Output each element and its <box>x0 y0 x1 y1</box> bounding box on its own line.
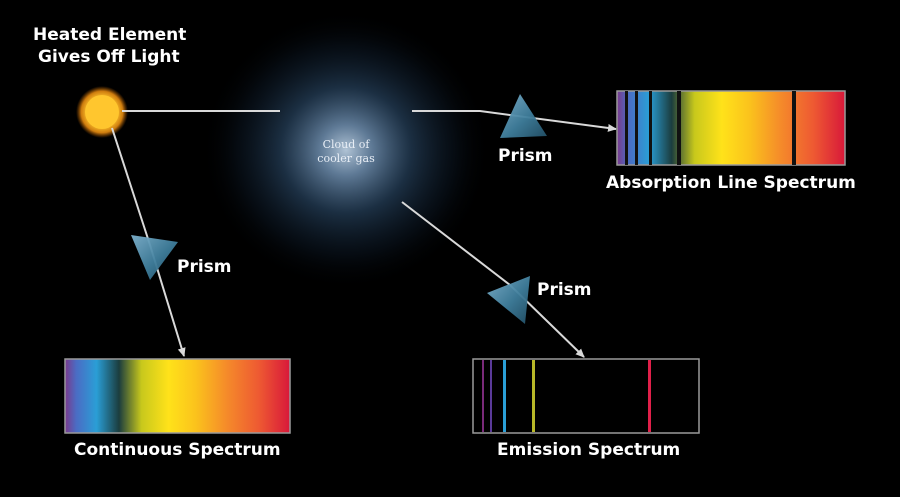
prism-top-right <box>500 94 547 138</box>
absorption-line-4 <box>677 91 681 165</box>
prism-middle <box>487 276 530 324</box>
absorption-spectrum-label: Absorption Line Spectrum <box>606 173 856 193</box>
source-title-line1: Heated Element <box>33 25 187 45</box>
emission-line-3 <box>503 360 506 432</box>
absorption-line-5 <box>792 91 796 165</box>
prism-top-right-label: Prism <box>498 146 553 166</box>
ray-cloud-to-absorption <box>412 110 617 132</box>
prism-middle-label: Prism <box>537 280 592 300</box>
emission-spectrum-label: Emission Spectrum <box>497 440 681 460</box>
emission-line-2 <box>490 360 492 432</box>
prism-left-label: Prism <box>177 257 232 277</box>
emission-spectrum <box>472 358 700 434</box>
continuous-spectrum-label: Continuous Spectrum <box>74 440 281 460</box>
emission-line-1 <box>482 360 484 432</box>
absorption-line-2 <box>635 91 638 165</box>
absorption-spectrum <box>616 90 846 166</box>
emission-line-4 <box>532 360 535 432</box>
cloud-label-line2: cooler gas <box>317 152 375 165</box>
gas-cloud <box>201 10 491 290</box>
source-title-line2: Gives Off Light <box>38 47 180 67</box>
heated-element <box>85 95 119 129</box>
emission-line-5 <box>648 360 651 432</box>
absorption-line-3 <box>649 91 652 165</box>
cloud-label-line1: Cloud of <box>322 138 370 151</box>
continuous-spectrum <box>64 358 291 434</box>
absorption-line-1 <box>625 91 628 165</box>
prism-left <box>131 235 178 280</box>
